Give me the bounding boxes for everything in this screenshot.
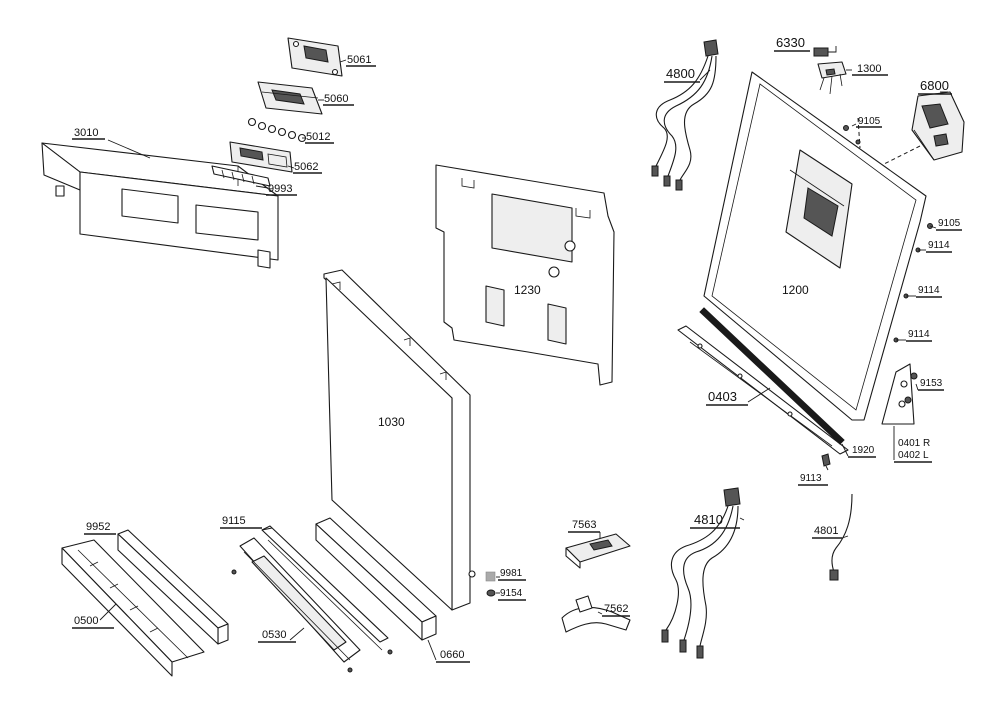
label-3010: 3010 <box>74 127 98 139</box>
part-3010-control-panel[interactable] <box>41 142 279 269</box>
label-5062: 5062 <box>294 161 318 173</box>
label-0530: 0530 <box>262 629 286 641</box>
label-9113: 9113 <box>800 473 822 484</box>
label-9114-b: 9114 <box>918 285 940 296</box>
label-9981: 9981 <box>500 568 523 579</box>
label-9115: 9115 <box>222 515 246 527</box>
part-1230-insulation-panel[interactable] <box>435 164 615 386</box>
label-6330: 6330 <box>776 35 805 50</box>
part-9115-rail[interactable] <box>261 525 393 655</box>
part-9981-pad[interactable] <box>485 571 496 582</box>
part-1200-inner-door[interactable] <box>703 71 927 421</box>
part-5062-module[interactable] <box>229 141 293 173</box>
label-4810: 4810 <box>694 512 723 527</box>
part-1300-lock[interactable] <box>817 61 847 95</box>
label-9105-top: 9105 <box>858 116 881 127</box>
label-6800: 6800 <box>920 78 949 93</box>
part-6800-dispenser[interactable] <box>911 91 965 161</box>
part-labels: 5061 5060 5012 5062 9993 3010 1230 1030 … <box>72 35 962 663</box>
part-4810-wire-harness[interactable] <box>661 487 741 659</box>
leader-lines <box>99 46 948 661</box>
label-1030: 1030 <box>378 415 405 429</box>
part-5060-module[interactable] <box>257 81 323 115</box>
part-7563-board[interactable] <box>565 533 631 569</box>
part-1030-door-panel[interactable] <box>323 269 476 611</box>
label-9952: 9952 <box>86 521 110 533</box>
part-0500-plinth[interactable] <box>61 539 205 677</box>
part-9993-key-strip[interactable] <box>211 165 271 187</box>
part-5012-buttons[interactable] <box>247 117 307 143</box>
label-5060: 5060 <box>324 93 348 105</box>
label-7562: 7562 <box>604 603 628 615</box>
label-9114-a: 9114 <box>928 240 950 251</box>
part-6330-latch[interactable] <box>813 47 829 57</box>
part-0401-0402-hinge[interactable] <box>881 363 915 425</box>
label-0403: 0403 <box>708 389 737 404</box>
part-0530-bracket[interactable] <box>231 537 361 673</box>
label-0402: 0402 L <box>898 450 929 461</box>
label-5061: 5061 <box>347 54 371 66</box>
label-1200: 1200 <box>782 283 809 297</box>
label-9114-c: 9114 <box>908 329 930 340</box>
part-9154-clip[interactable] <box>486 589 496 597</box>
label-9154: 9154 <box>500 588 523 599</box>
part-9952-strip[interactable] <box>117 529 229 645</box>
part-5061-module[interactable] <box>287 37 343 77</box>
label-7563: 7563 <box>572 519 596 531</box>
label-0500: 0500 <box>74 615 98 627</box>
label-1300: 1300 <box>857 63 881 75</box>
part-9113-screw[interactable] <box>821 453 831 467</box>
label-0401: 0401 R <box>898 438 930 449</box>
label-9153: 9153 <box>920 378 943 389</box>
label-0660: 0660 <box>440 649 464 661</box>
screw-alignment-line <box>857 117 861 149</box>
part-4800-wire-harness[interactable] <box>651 39 719 191</box>
part-9153-screw[interactable] <box>904 372 918 404</box>
part-4801-sensor-cable[interactable] <box>829 493 853 581</box>
label-5012: 5012 <box>306 131 330 143</box>
label-4800: 4800 <box>666 66 695 81</box>
label-9105-right: 9105 <box>938 218 961 229</box>
label-1920: 1920 <box>852 445 875 456</box>
part-0660-strip[interactable] <box>315 517 437 641</box>
part-1920-door-seal[interactable] <box>699 307 845 445</box>
label-4801: 4801 <box>814 525 838 537</box>
part-7562-holder[interactable] <box>561 595 631 633</box>
label-1230: 1230 <box>514 283 541 297</box>
label-9993: 9993 <box>268 183 292 195</box>
